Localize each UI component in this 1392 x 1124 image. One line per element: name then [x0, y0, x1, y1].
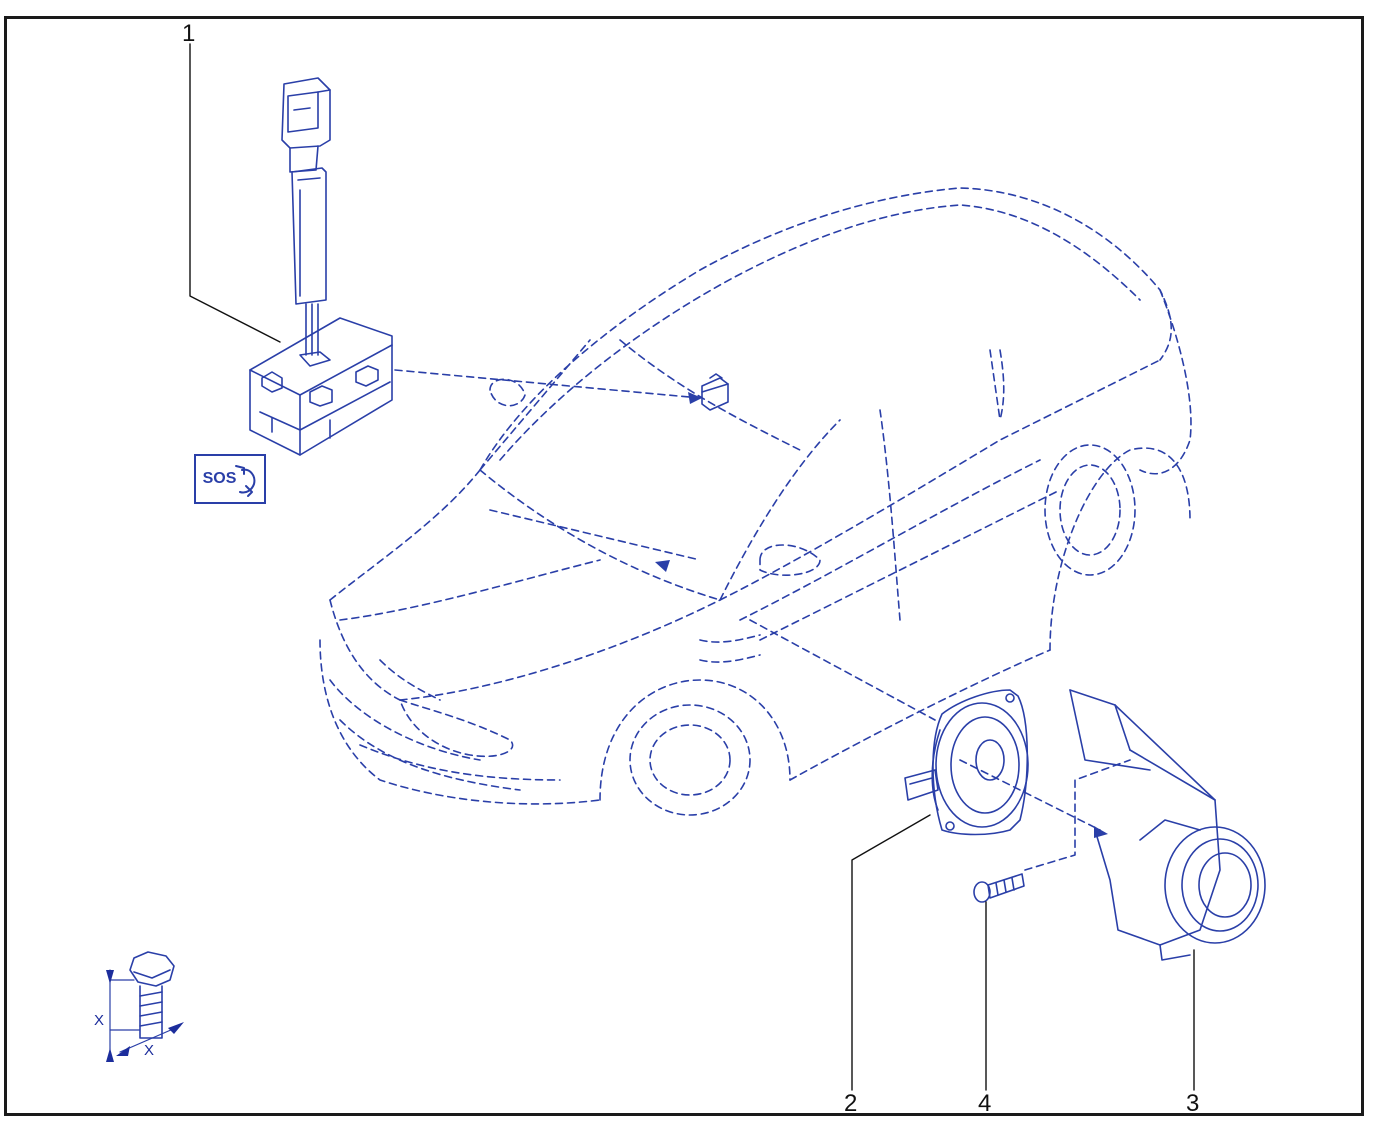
torque-label-horizontal: X [144, 1042, 155, 1059]
part-4-screw [973, 873, 1025, 903]
part-1-module [249, 77, 393, 456]
torque-arrowheads [106, 970, 184, 1062]
callout-3: 3 [1186, 1090, 1200, 1117]
torque-bolt-symbol [109, 951, 181, 1061]
part-2-speaker [904, 689, 1029, 836]
phone-icon [235, 465, 256, 497]
callout-2: 2 [844, 1090, 858, 1117]
torque-label-vertical: X [94, 1012, 105, 1029]
vehicle-outline [319, 187, 1192, 816]
sos-badge: SOS [194, 454, 266, 504]
leader-lines [394, 369, 1131, 871]
callout-4: 4 [978, 1090, 992, 1117]
module-location-clip [701, 373, 729, 411]
callout-1: 1 [182, 20, 196, 47]
part-3-bracket [1069, 689, 1266, 961]
sos-label: SOS [202, 470, 237, 487]
callout-leaders [189, 43, 1195, 1091]
diagram-frame [4, 16, 1364, 1116]
leader-arrowheads [655, 392, 1108, 838]
